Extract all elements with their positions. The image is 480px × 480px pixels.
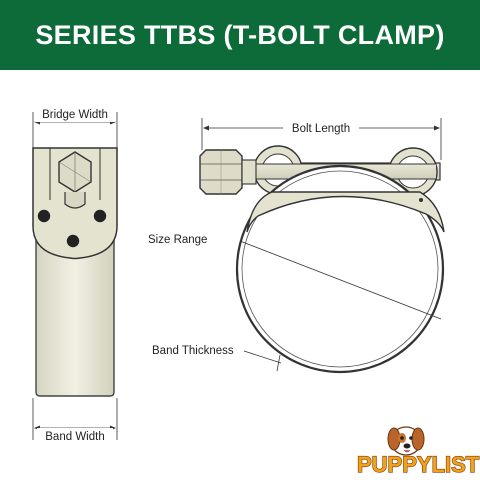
front-view: Bridge Width Band Width	[32, 107, 118, 443]
size-range-label: Size Range	[148, 234, 207, 246]
band-circle	[235, 164, 445, 374]
puppy-dog-icon	[387, 426, 425, 456]
title-banner: SERIES TTBS (T-BOLT CLAMP)	[0, 0, 480, 70]
rivet-icon	[93, 209, 107, 223]
size-range-line	[239, 240, 442, 320]
rivet-icon	[66, 234, 80, 248]
bridge-width-label: Bridge Width	[42, 109, 108, 121]
watermark: PUPPYLIST	[356, 426, 480, 478]
side-view: Bolt Length Size Range Band Thickness	[148, 118, 445, 374]
band-thickness-leader	[243, 350, 282, 364]
band-front	[35, 221, 115, 397]
watermark-text: PUPPYLIST	[357, 452, 480, 477]
band-thickness-label: Band Thickness	[152, 345, 234, 357]
band-width-label: Band Width	[45, 431, 104, 443]
bridge-saddle	[246, 191, 445, 233]
rivet-icon	[37, 209, 51, 223]
page-title: SERIES TTBS (T-BOLT CLAMP)	[35, 19, 445, 50]
bolt-length-label: Bolt Length	[292, 123, 350, 135]
